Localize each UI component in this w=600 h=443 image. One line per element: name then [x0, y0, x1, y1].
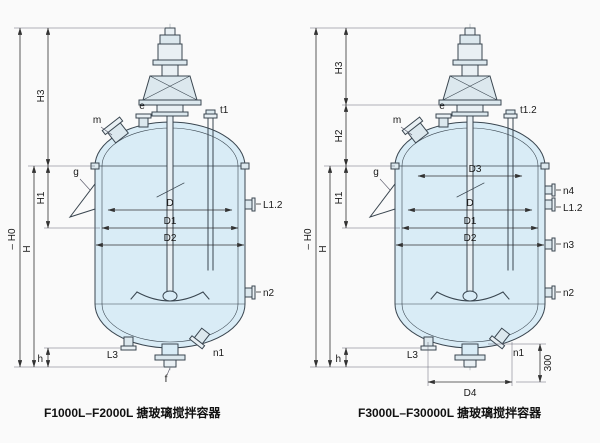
- nozzle-n4-icon: [544, 183, 556, 197]
- nozzle-label-g: g: [373, 167, 379, 178]
- nozzle-label-n2: n2: [563, 288, 575, 299]
- dim-label-d: D: [466, 198, 473, 209]
- dim-label-h3: H3: [36, 89, 47, 102]
- nozzle-label-f: f: [165, 374, 168, 385]
- nozzle-label-n2: n2: [263, 288, 275, 299]
- dim-label-h0: – H0: [7, 228, 18, 250]
- nozzle-label-g: g: [73, 167, 79, 178]
- nozzle-label-t1: t1: [220, 105, 229, 116]
- nozzle-label-n1: n1: [513, 348, 525, 359]
- dimension-lines-left: [17, 27, 245, 368]
- dim-label-h: H: [318, 245, 329, 252]
- vessel-drawing-left: – H0 H H3 H1 h D D1 D2 m e t1 g L1.2 n2 …: [7, 23, 283, 385]
- caption-left: F1000L–F2000L 搪玻璃搅拌容器: [44, 406, 221, 420]
- extension-lines-left: [14, 27, 164, 368]
- dim-label-h1: H1: [36, 191, 47, 204]
- dim-label-h3: H3: [334, 61, 345, 74]
- dimension-lines-right: [313, 27, 545, 385]
- leader-lines-left: [79, 126, 261, 376]
- diagram-right: – H0 H H3 H2 H1 h 300 D3 D D1 D2 D4 m e …: [300, 4, 600, 421]
- vessel-drawing-right: – H0 H H3 H2 H1 h 300 D3 D D1 D2 D4 m e …: [303, 23, 583, 399]
- dim-label-h0: – H0: [303, 228, 314, 250]
- dim-label-d2: D2: [464, 233, 477, 244]
- nozzle-label-l12: L1.2: [263, 200, 283, 211]
- diagram-left: – H0 H H3 H1 h D D1 D2 m e t1 g L1.2 n2 …: [0, 4, 300, 421]
- nozzle-label-e: e: [439, 101, 445, 112]
- dim-label-d3: D3: [469, 164, 482, 175]
- dim-label-h: H: [22, 245, 33, 252]
- extension-lines-right: [310, 27, 546, 386]
- nozzle-label-n1: n1: [213, 348, 225, 359]
- leader-lines-right: [379, 126, 561, 293]
- caption-right: F3000L–F30000L 搪玻璃搅拌容器: [358, 406, 542, 420]
- dim-label-d1: D1: [464, 216, 477, 227]
- dim-label-d4: D4: [464, 388, 477, 399]
- nozzle-label-t12: t1.2: [520, 105, 537, 116]
- nozzle-label-m: m: [393, 115, 401, 126]
- nozzle-label-e: e: [139, 101, 145, 112]
- nozzle-label-m: m: [93, 115, 101, 126]
- dim-label-d1: D1: [164, 216, 177, 227]
- dim-label-d2: D2: [164, 233, 177, 244]
- nozzle-label-l12: L1.2: [563, 203, 583, 214]
- nozzle-label-n3: n3: [563, 240, 575, 251]
- nozzle-label-l3: L3: [407, 350, 419, 361]
- dim-label-h1: H1: [334, 191, 345, 204]
- nozzle-label-n4: n4: [563, 186, 575, 197]
- dim-label-h-small: h: [37, 354, 43, 365]
- dim-label-h2: H2: [334, 129, 345, 142]
- dim-label-300: 300: [543, 354, 554, 371]
- nozzle-label-l3: L3: [107, 350, 119, 361]
- nozzle-n3-icon: [544, 237, 556, 252]
- dim-label-d: D: [166, 198, 173, 209]
- dim-label-h-small: h: [335, 354, 341, 365]
- drawing-canvas: – H0 H H3 H1 h D D1 D2 m e t1 g L1.2 n2 …: [0, 4, 600, 421]
